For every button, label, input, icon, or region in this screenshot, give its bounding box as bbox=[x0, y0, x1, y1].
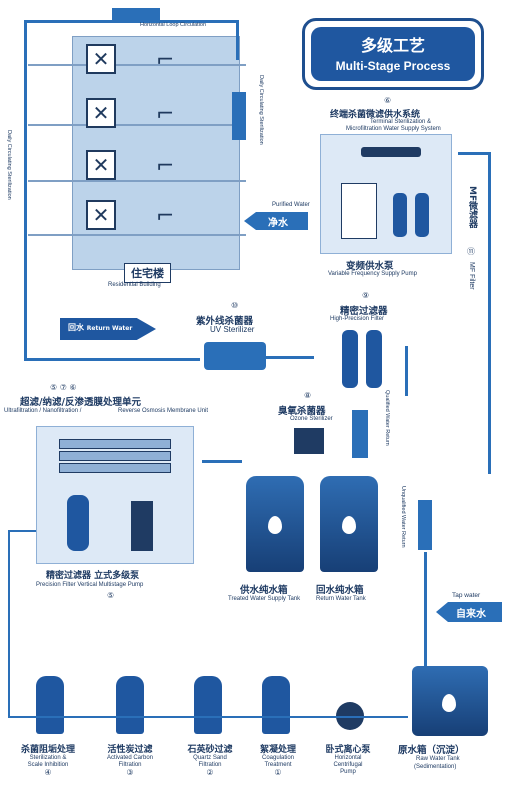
vfd-pump-cn: 变频供水泵 bbox=[346, 261, 394, 272]
supply-tank-icon bbox=[246, 476, 304, 572]
unqualified-arrow-icon bbox=[418, 500, 432, 550]
uv-lamp-icon bbox=[361, 147, 421, 157]
ozone-num: ⑧ bbox=[304, 391, 312, 400]
precision-filter-icon bbox=[67, 495, 89, 551]
unqualified-label: Unqualified Water Return bbox=[400, 486, 406, 548]
uv-sterilizer-icon bbox=[204, 342, 266, 370]
precision-cn: 精密过滤器 立式多级泵 bbox=[46, 571, 140, 581]
uv-num: ⑩ bbox=[231, 301, 239, 310]
terminal-en2: Microfiltration Water Supply System bbox=[346, 126, 441, 132]
sterilization-tank-icon bbox=[36, 676, 64, 734]
precision-num: ⑤ bbox=[107, 591, 115, 600]
return-water-cn: 回水 bbox=[68, 323, 84, 332]
vfd-pump-en: Variable Frequency Supply Pump bbox=[328, 271, 417, 277]
mf-filter-en: MF Filter bbox=[468, 262, 475, 290]
purified-label-en: Purified Water bbox=[272, 202, 310, 208]
bottom-unit-pump: 卧式离心泵 Horizontal Centrifugal Pump bbox=[325, 745, 371, 775]
supply-tank-cn: 供水纯水箱 bbox=[240, 585, 288, 596]
membrane-unit-box bbox=[36, 426, 194, 564]
hp-filter-vessel-icon bbox=[366, 330, 382, 388]
quartz-tank-icon bbox=[194, 676, 222, 734]
faucet-icon: ⌐ bbox=[156, 48, 175, 73]
raw-tank-en2: (Sedimentation) bbox=[414, 764, 457, 770]
hp-filter-vessel-icon bbox=[342, 330, 358, 388]
window-icon: ✕ bbox=[86, 200, 116, 230]
precision-en: Precision Filter Vertical Multistage Pum… bbox=[36, 582, 144, 588]
uv-en: UV Sterilizer bbox=[210, 325, 255, 334]
uf-en1: Ultrafiltration / Nanofiltration / bbox=[4, 408, 82, 414]
faucet-icon: ⌐ bbox=[156, 204, 175, 229]
title-box: 多级工艺 Multi-Stage Process bbox=[302, 18, 484, 90]
terminal-en1: Terminal Sterilization & bbox=[370, 119, 432, 125]
filter-vessel-icon bbox=[415, 193, 429, 237]
tap-water-arrow bbox=[436, 602, 502, 622]
qualified-label: Qualified Water Return bbox=[384, 390, 390, 446]
title-cn: 多级工艺 bbox=[360, 36, 425, 55]
hp-filter-en: High-Precision Filter bbox=[330, 316, 385, 322]
control-cabinet bbox=[341, 183, 377, 239]
window-icon: ✕ bbox=[86, 44, 116, 74]
raw-tank-cn: 原水箱（沉淀） bbox=[398, 745, 465, 756]
hp-filter-cn: 精密过滤器 bbox=[340, 306, 388, 317]
bottom-unit-2: 石英砂过滤 Quartz Sand Filtration ② bbox=[187, 745, 233, 777]
raw-tank-icon bbox=[412, 666, 488, 736]
bottom-unit-1: 絮凝处理 Coagulation Treatment ① bbox=[259, 745, 296, 777]
return-water-arrow bbox=[60, 318, 156, 340]
multistage-pump-icon bbox=[131, 501, 153, 551]
filter-vessel-icon bbox=[393, 193, 407, 237]
tap-water-cn: 自来水 bbox=[456, 609, 486, 620]
ozone-cn: 臭氧杀菌器 bbox=[278, 406, 326, 417]
mf-filter-cn: MF微滤器 bbox=[467, 186, 477, 229]
uf-en2: Reverse Osmosis Membrane Unit bbox=[118, 408, 209, 414]
return-water-label: 回水 Return Water bbox=[68, 322, 132, 333]
return-tank-en: Return Water Tank bbox=[316, 596, 366, 602]
faucet-icon: ⌐ bbox=[156, 102, 175, 127]
down-arrow-icon bbox=[352, 410, 368, 458]
return-tank-cn: 回水纯水箱 bbox=[316, 585, 364, 596]
bottom-unit-3: 活性炭过滤 Activated Carbon Filtration ③ bbox=[106, 745, 154, 777]
window-icon: ✕ bbox=[86, 150, 116, 180]
raw-tank-en1: Raw Water Tank bbox=[416, 756, 460, 762]
return-tank-icon bbox=[320, 476, 378, 572]
hp-filter-num: ⑨ bbox=[362, 291, 370, 300]
purified-arrow bbox=[244, 212, 308, 230]
left-flow-label: Daily Circulating Sterilization bbox=[6, 130, 12, 200]
mf-filter-num: ⑪ bbox=[467, 247, 475, 256]
title-en: Multi-Stage Process bbox=[335, 59, 451, 73]
ozone-sterilizer-icon bbox=[294, 428, 324, 454]
tap-water-en: Tap water bbox=[452, 592, 481, 599]
uf-cn: 超滤/纳滤/反渗透膜处理单元 bbox=[20, 397, 141, 408]
right-flow-label: Daily Circulating Sterilization bbox=[258, 75, 264, 145]
top-flow-label: Horizontal Loop Circulation bbox=[140, 22, 207, 28]
window-icon: ✕ bbox=[86, 98, 116, 128]
uf-nums: ⑤ ⑦ ⑥ bbox=[50, 383, 77, 392]
terminal-num: ⑥ bbox=[384, 96, 392, 105]
faucet-icon: ⌐ bbox=[156, 154, 175, 179]
coagulation-tank-icon bbox=[262, 676, 290, 734]
purified-label-cn: 净水 bbox=[268, 218, 288, 229]
up-arrow-icon bbox=[232, 92, 246, 140]
building-label: 住宅楼 bbox=[124, 263, 171, 283]
residential-building: ✕ ✕ ✕ ✕ ⌐ ⌐ ⌐ ⌐ bbox=[28, 28, 246, 270]
top-flow-arrow-icon bbox=[112, 8, 160, 20]
return-water-en: Return Water bbox=[86, 325, 133, 332]
carbon-tank-icon bbox=[116, 676, 144, 734]
uv-cn: 紫外线杀菌器 bbox=[196, 316, 254, 327]
terminal-system-box bbox=[320, 134, 452, 254]
terminal-cn: 终端杀菌微滤供水系统 bbox=[330, 110, 421, 120]
ozone-en: Ozone Sterilizer bbox=[290, 416, 333, 422]
bottom-unit-4: 杀菌阻垢处理 Sterilization & Scale Inhibition … bbox=[20, 745, 75, 777]
supply-tank-en: Treated Water Supply Tank bbox=[228, 596, 301, 602]
building-label-en: Residential Building bbox=[108, 282, 161, 288]
